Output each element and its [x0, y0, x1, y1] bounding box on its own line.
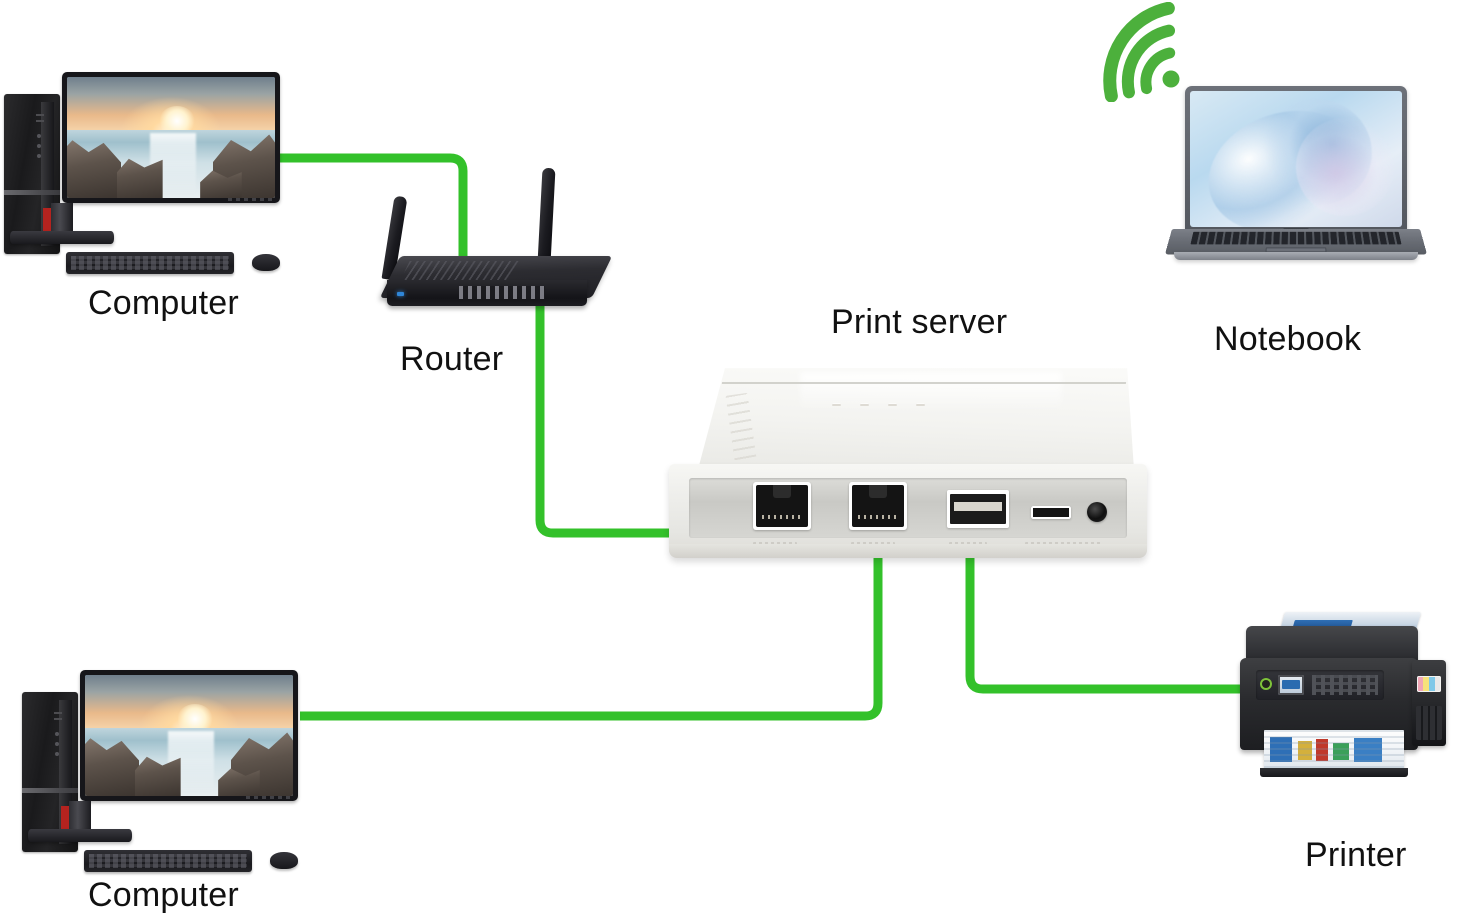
router	[378, 167, 613, 313]
printer-ink-level-window	[1417, 676, 1441, 692]
print-server-led-row	[832, 403, 925, 406]
label-computer-top: Computer	[88, 284, 239, 322]
computer-mouse	[252, 254, 280, 271]
label-notebook: Notebook	[1214, 320, 1362, 358]
computer-tower	[22, 692, 78, 852]
router-port-bank	[459, 286, 545, 299]
print-server-front-face	[669, 464, 1147, 558]
computer-tower	[4, 94, 60, 254]
printer-ink-tank-unit	[1412, 660, 1446, 746]
print-server-led	[860, 403, 869, 406]
monitor-wallpaper	[67, 77, 275, 198]
printer-output-tray	[1264, 730, 1404, 770]
notebook	[1164, 86, 1428, 266]
print-server-usb-port[interactable]	[947, 490, 1009, 528]
label-computer-bottom: Computer	[88, 876, 239, 914]
print-server-lan-port-1[interactable]	[753, 482, 811, 530]
print-server-power-jack[interactable]	[1087, 502, 1107, 522]
print-server-lan-port-2[interactable]	[849, 482, 907, 530]
notebook-keyboard-deck	[1164, 229, 1428, 255]
printer-keypad[interactable]	[1312, 675, 1378, 695]
print-server-brand-emboss	[725, 392, 757, 462]
monitor-wallpaper	[85, 675, 293, 796]
router-status-led	[397, 292, 404, 296]
router-front-panel	[387, 280, 587, 306]
wifi-icon	[1092, 1, 1204, 103]
label-printer: Printer	[1305, 836, 1407, 874]
print-server-led	[916, 403, 925, 406]
monitor-osd-buttons	[228, 198, 272, 201]
monitor-osd-buttons	[246, 796, 290, 799]
label-print-server: Print server	[831, 303, 1008, 341]
notebook-lid	[1185, 86, 1407, 234]
computer-mouse	[270, 852, 298, 869]
print-server	[660, 360, 1160, 580]
router-antenna-right	[537, 167, 556, 265]
printer	[1240, 612, 1446, 792]
computer-bottom	[22, 670, 312, 872]
computer-keyboard	[66, 252, 234, 274]
print-server-led	[888, 403, 897, 406]
notebook-screen	[1190, 91, 1402, 227]
print-server-led	[832, 403, 841, 406]
computer-keyboard	[84, 850, 252, 872]
print-server-micro-usb-port[interactable]	[1031, 506, 1071, 519]
label-router: Router	[400, 340, 504, 378]
printer-lcd-screen	[1278, 675, 1304, 695]
printer-power-button[interactable]	[1260, 678, 1272, 690]
printer-control-panel[interactable]	[1256, 670, 1384, 700]
print-server-top-shell	[697, 368, 1134, 470]
computer-top	[4, 72, 294, 274]
